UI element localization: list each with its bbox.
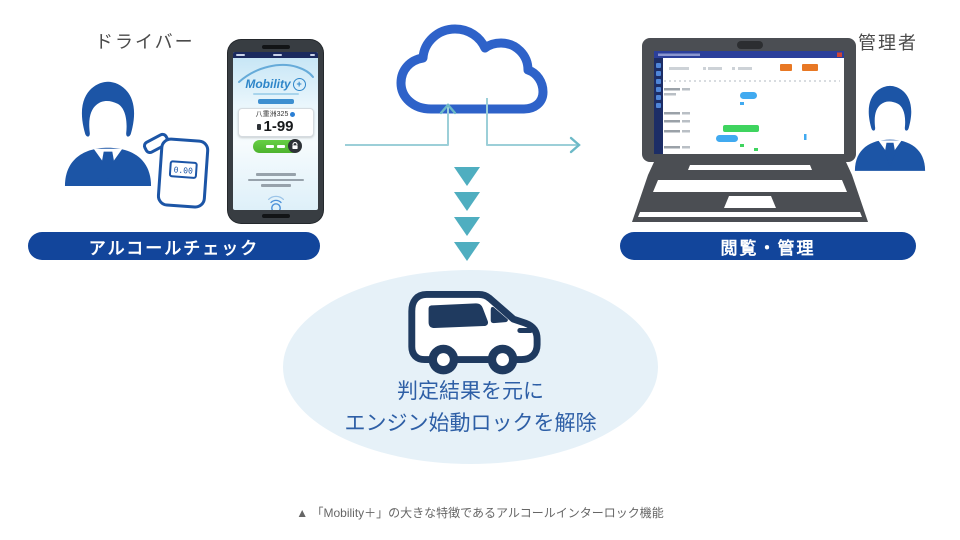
- breathalyzer-display: 0.00: [173, 165, 193, 175]
- laptop-icon: [632, 38, 868, 222]
- car-caption: 判定結果を元に エンジン始動ロックを解除: [283, 376, 658, 439]
- car-caption-line1: 判定結果を元に: [397, 380, 544, 403]
- phone-statusbar: [233, 52, 318, 58]
- driver-label: ドライバー: [95, 32, 195, 52]
- app-logo-plus-badge: +: [292, 77, 306, 91]
- view-manage-pill: 閲覧・管理: [620, 232, 916, 260]
- arrow-up-head: [439, 103, 457, 115]
- admin-app-button-orange: [802, 64, 818, 71]
- down-triangle: [454, 167, 480, 186]
- admin-app-button-orange: [780, 64, 792, 71]
- license-plate-card: 八重洲325 1-99: [237, 108, 314, 138]
- app-logo: Mobility +: [233, 77, 318, 91]
- gantt-bar-blue: [716, 135, 738, 142]
- app-tagline-bar: [252, 93, 299, 95]
- lock-icon: [287, 139, 302, 154]
- figure-caption: ▲ 「Mobility＋」の大きな特徴であるアルコールインターロック機能: [296, 506, 664, 520]
- laptop-touchpad: [724, 196, 776, 208]
- down-arrow-chevrons: [454, 167, 480, 267]
- down-triangle: [454, 242, 480, 261]
- gantt-bar-blue: [740, 92, 757, 99]
- down-triangle: [454, 192, 480, 211]
- admin-label: 管理者: [858, 33, 918, 53]
- driver-person-icon: [64, 81, 152, 186]
- breathalyzer-mouthpiece: [142, 132, 170, 155]
- necktie: [884, 142, 896, 167]
- plate-kana-mark: [257, 123, 262, 130]
- car-headlight: [517, 328, 534, 333]
- car-caption-line2: エンジン始動ロックを解除: [344, 411, 597, 435]
- plate-badge-icon: [290, 112, 296, 118]
- app-car-swoosh: [238, 64, 314, 83]
- plate-number: 1-99: [263, 117, 294, 135]
- arrow-right-head: [569, 136, 581, 154]
- admin-app-screen: [654, 51, 844, 154]
- car-icon: [408, 291, 541, 375]
- admin-person-icon: [854, 85, 926, 171]
- phone-screen: Mobility + 八重洲325 1-99: [233, 52, 318, 210]
- necktie: [101, 151, 115, 181]
- laptop-keyboard: [653, 180, 847, 192]
- close-icon: [837, 52, 842, 57]
- gantt-bar-green: [723, 125, 759, 132]
- cloud-flow-arrows: [345, 98, 581, 154]
- plate-region: 八重洲325: [255, 111, 289, 118]
- down-triangle: [454, 217, 480, 236]
- phone-home-bar: [261, 214, 290, 218]
- cloud-icon: [396, 24, 548, 114]
- breathalyzer-icon: 0.00: [142, 132, 210, 209]
- app-text-line: [247, 178, 304, 182]
- app-logo-text: Mobility: [245, 77, 291, 91]
- phone-speaker: [261, 45, 290, 49]
- smart-key-icon: [267, 195, 284, 210]
- app-text-line: [260, 184, 291, 187]
- app-text-line: [255, 173, 296, 176]
- app-heading-bar: [257, 99, 294, 104]
- smartphone: Mobility + 八重洲325 1-99: [228, 40, 323, 223]
- laptop-camera: [737, 41, 763, 49]
- alcohol-check-pill: アルコールチェック: [28, 232, 320, 260]
- unlock-button: [252, 139, 302, 154]
